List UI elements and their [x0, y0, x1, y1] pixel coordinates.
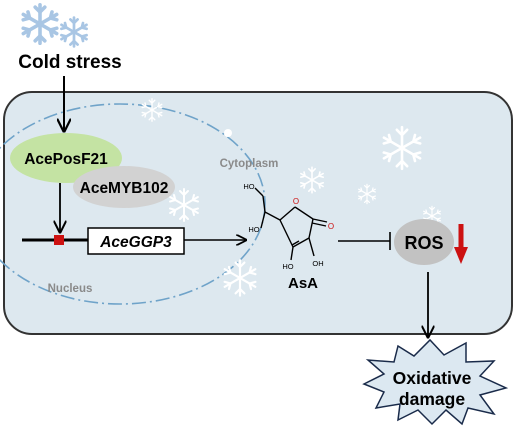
explosion-burst-icon [362, 338, 509, 426]
nucleus-label: Nucleus [48, 283, 93, 295]
acepos-label: AcePosF21 [24, 151, 108, 168]
snowflake-icon [21, 2, 59, 46]
asa-carbonyl-oxygen: O [328, 222, 334, 231]
asa-ho-bottom: HO [282, 262, 293, 271]
cytoplasm-label: Cytoplasm [220, 158, 279, 170]
asa-label: AsA [288, 275, 318, 292]
asa-structure [254, 187, 328, 261]
asa-ring-oxygen: O [293, 197, 299, 206]
asa-ho-top: HO [243, 182, 254, 191]
gene-box [87, 227, 185, 255]
snow-dot [224, 129, 232, 137]
asa-ho-side: HO [248, 225, 259, 234]
acemyb-node [73, 166, 175, 208]
cell-membrane [3, 91, 513, 335]
ros-label: ROS [404, 233, 443, 253]
ros-node [394, 219, 454, 265]
down-arrow-icon [454, 224, 468, 264]
snowflake-icon [60, 16, 88, 48]
oxidative-label: Oxidative [393, 368, 472, 388]
acemyb-label: AceMYB102 [80, 180, 169, 197]
promoter-element [54, 235, 64, 245]
gene-label: AceGGP3 [99, 234, 172, 251]
damage-label: damage [399, 389, 465, 409]
cold-stress-label: Cold stress [18, 52, 121, 73]
nucleus-boundary [0, 103, 266, 305]
asa-oh-right: OH [312, 259, 323, 268]
